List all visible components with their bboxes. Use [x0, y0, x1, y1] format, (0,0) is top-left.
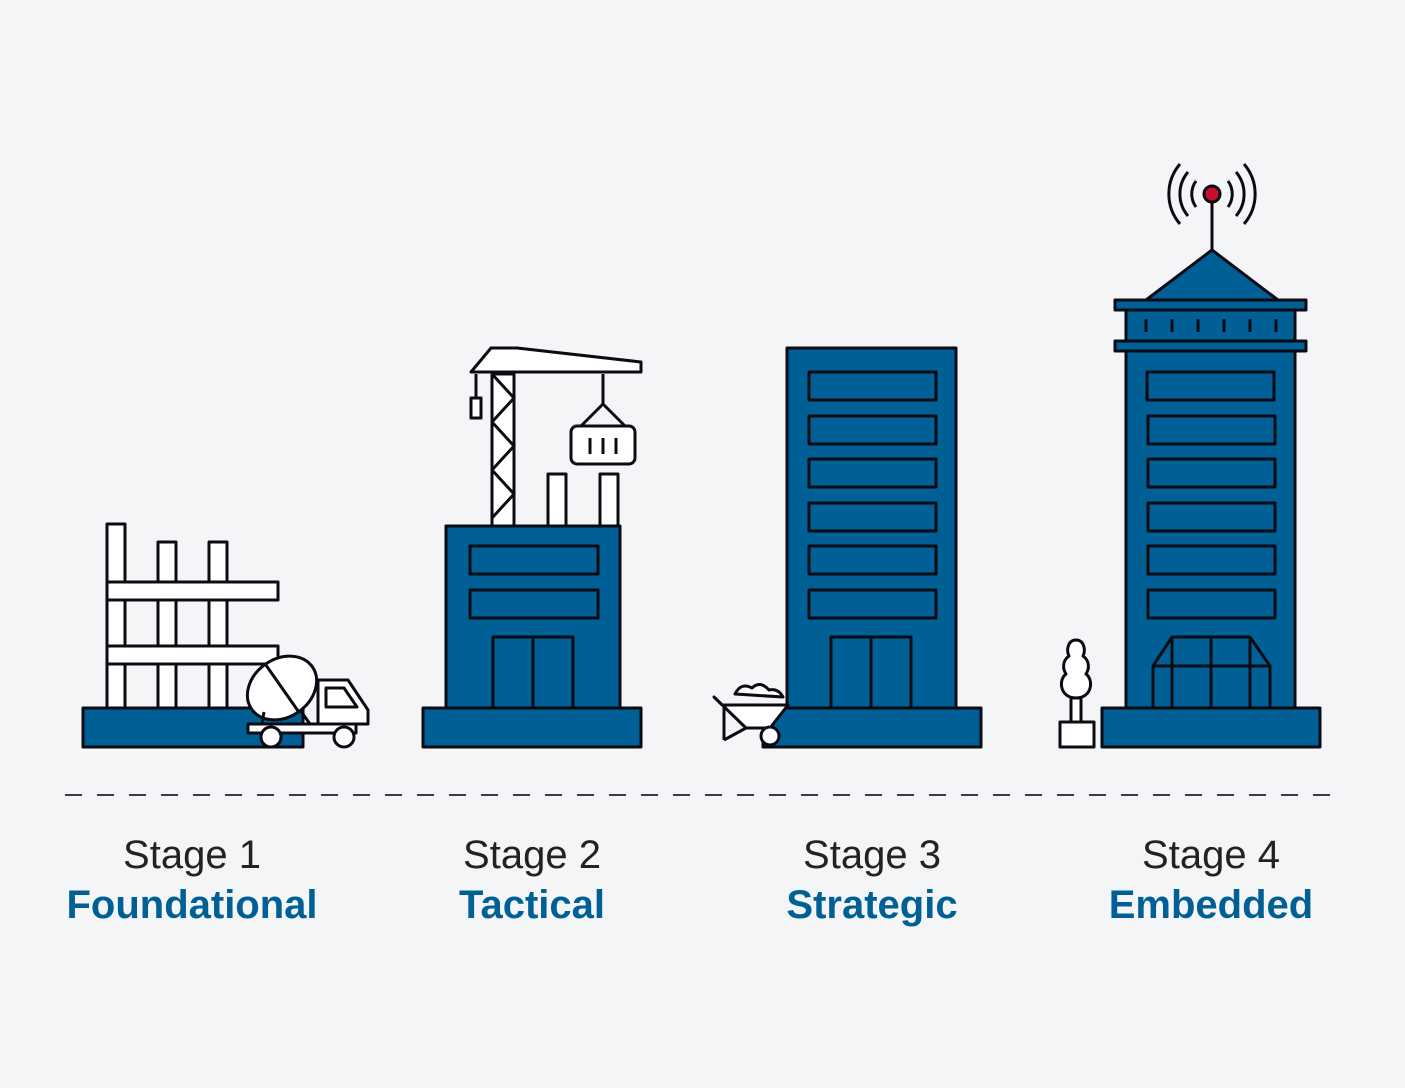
wheelbarrow-icon — [712, 683, 790, 747]
window-band — [1146, 457, 1277, 489]
stage-2-label: Stage 2 Tactical — [382, 830, 682, 930]
potted-tree-icon — [1058, 638, 1096, 749]
stage-4-number: Stage 4 — [1142, 833, 1280, 877]
scaffold-beam — [105, 580, 280, 602]
stage-2-illustration — [421, 346, 643, 749]
antenna-signal-icon — [1167, 163, 1257, 250]
stage-4-foundation-slab — [1100, 706, 1322, 749]
stage-3-label: Stage 3 Strategic — [722, 830, 1022, 930]
stage-1-number: Stage 1 — [123, 833, 261, 877]
tower-roof — [1144, 248, 1280, 302]
stage-2-foundation-slab — [421, 706, 643, 749]
scaffold-beam — [105, 644, 280, 666]
stage-4-illustration — [1058, 163, 1322, 749]
stage-3-foundation-slab — [761, 706, 983, 749]
tower-crane-icon — [469, 346, 643, 528]
stage-4-name: Embedded — [1108, 883, 1314, 927]
window-band — [807, 544, 938, 576]
window-band — [468, 544, 600, 576]
stage-3-name: Strategic — [786, 883, 958, 927]
window-band — [468, 588, 600, 620]
roof-vents — [1144, 319, 1278, 332]
stage-4-label: Stage 4 Embedded — [1061, 830, 1361, 930]
window-band — [807, 370, 938, 402]
stage-1-illustration — [81, 522, 370, 749]
stage-2-number: Stage 2 — [463, 833, 601, 877]
stage-2-name: Tactical — [459, 883, 605, 927]
window-band — [1146, 501, 1277, 533]
window-band — [807, 414, 938, 446]
cement-mixer-truck-icon — [245, 654, 370, 749]
window-band — [807, 501, 938, 533]
rebar-column — [598, 472, 620, 530]
stage-1-label: Stage 1 Foundational — [42, 830, 342, 930]
antenna-light — [1202, 184, 1222, 204]
stage-1-name: Foundational — [66, 883, 318, 927]
window-band — [1145, 370, 1276, 402]
window-band — [1146, 588, 1277, 620]
window-band — [807, 588, 938, 620]
stage-3-number: Stage 3 — [803, 833, 941, 877]
window-band — [1146, 544, 1277, 576]
stage-3-illustration — [712, 346, 983, 749]
window-band — [1146, 414, 1277, 446]
window-band — [807, 457, 938, 489]
rebar-column — [546, 472, 568, 530]
glass-entrance — [1151, 635, 1272, 710]
